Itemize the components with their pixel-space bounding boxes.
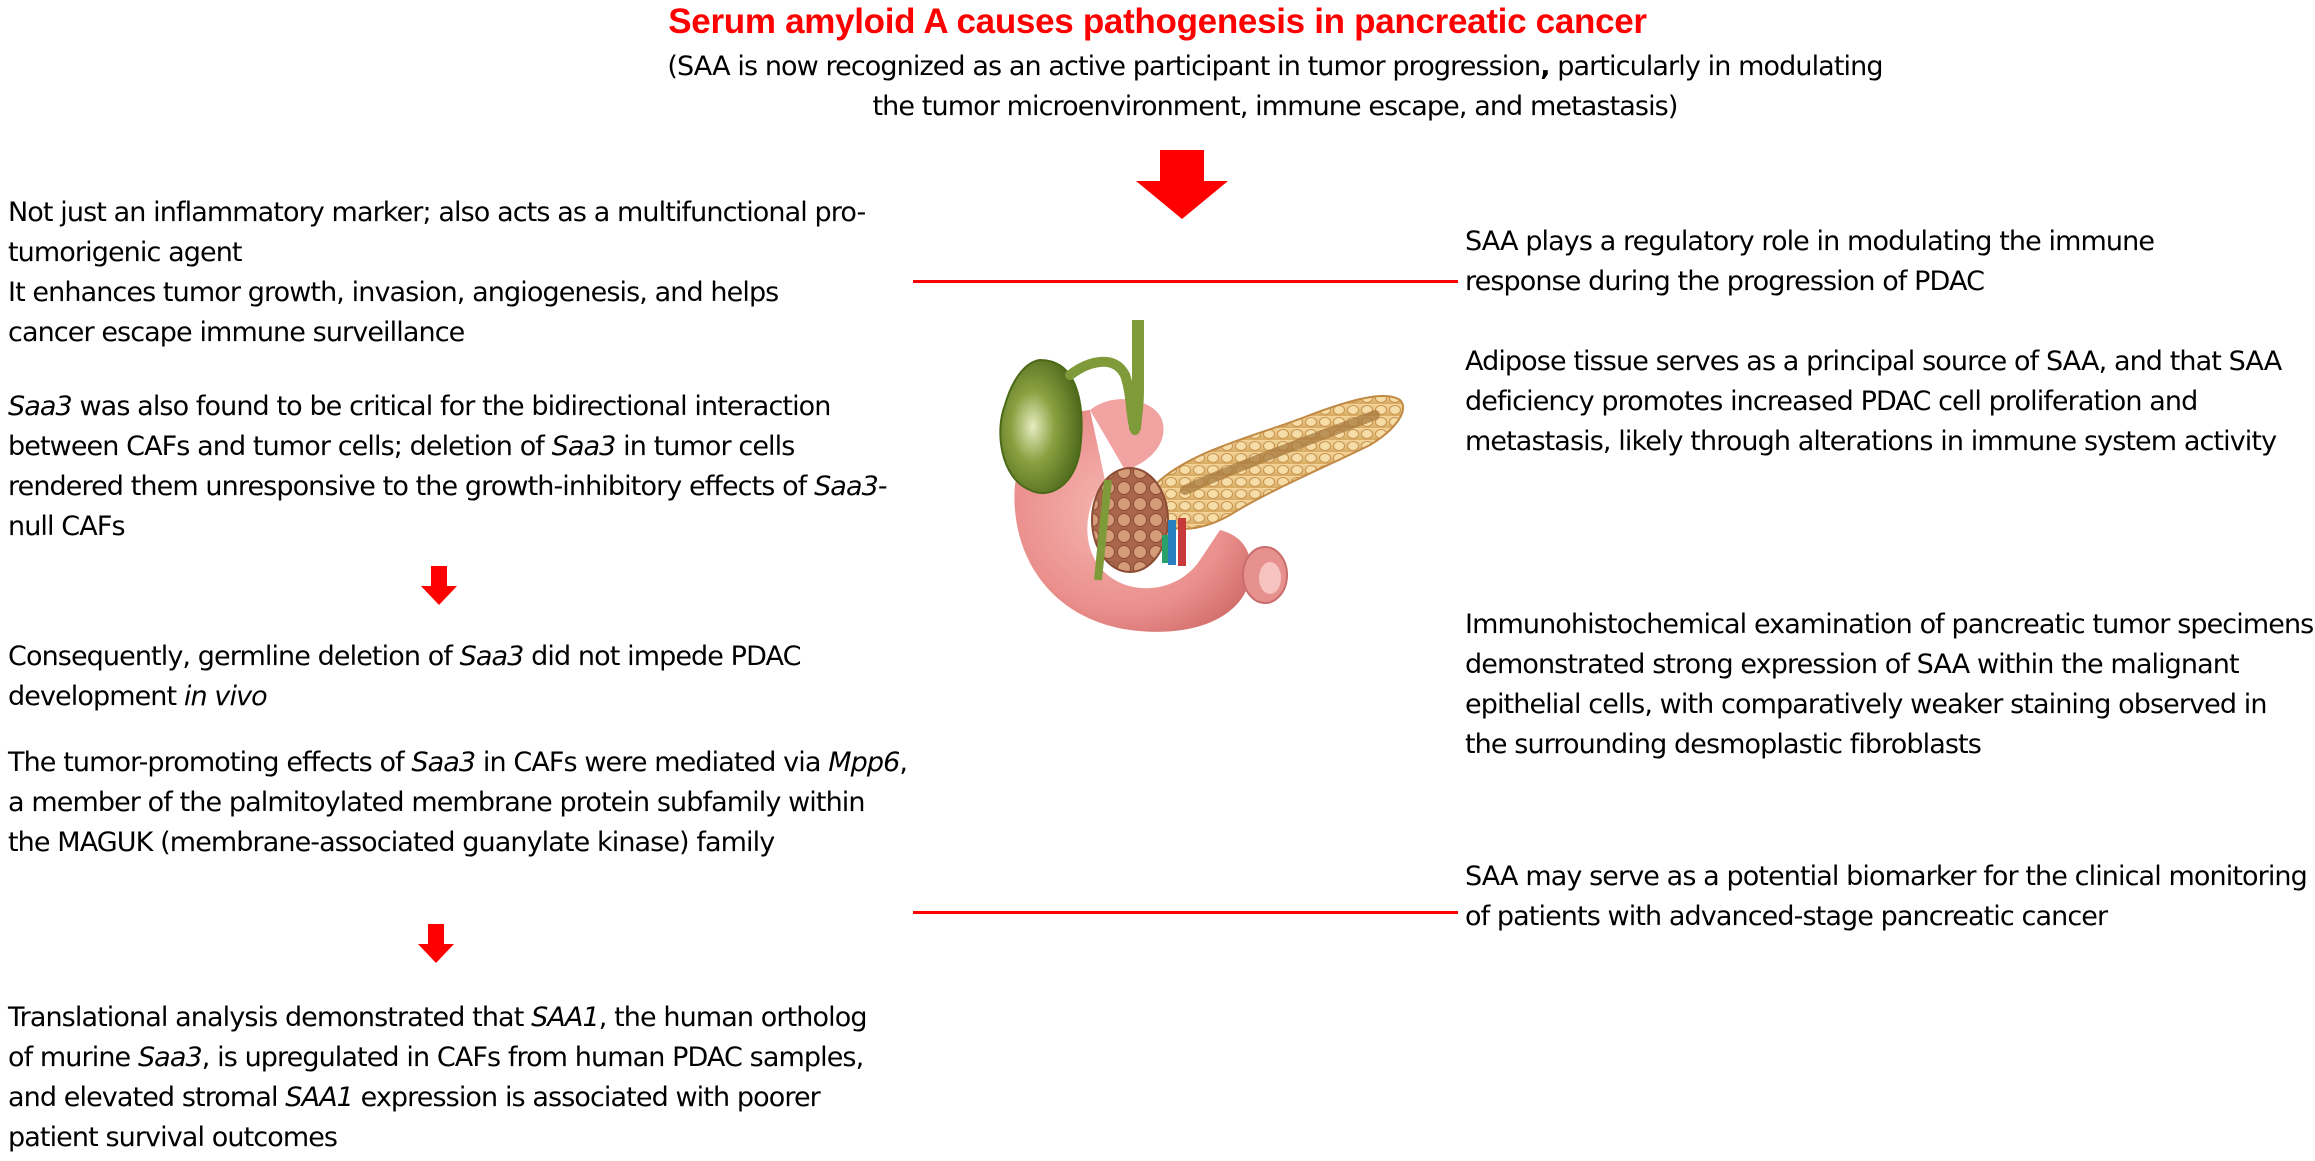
- diagram-title: Serum amyloid A causes pathogenesis in p…: [668, 2, 1647, 41]
- subtitle-comma: ,: [1540, 51, 1550, 82]
- gene-saa3: Saa3: [137, 1042, 203, 1073]
- left-block-saa3-caf-interaction: Saa3 was also found to be critical for t…: [8, 387, 913, 547]
- left-block-multifunctional-agent: Not just an inflammatory marker; also ac…: [8, 193, 908, 353]
- main-down-arrow-icon: [1136, 150, 1228, 219]
- left-block-translational-analysis: Translational analysis demonstrated that…: [8, 998, 868, 1158]
- gene-saa3: Saa3: [459, 641, 525, 672]
- right-block-adipose-source: Adipose tissue serves as a principal sou…: [1465, 346, 2282, 457]
- text-segment: -null CAFs: [8, 471, 888, 542]
- gene-saa3: Saa3: [8, 391, 73, 422]
- connector-line-bottom: [913, 911, 1458, 914]
- left-block1-line2: It enhances tumor growth, invasion, angi…: [8, 277, 779, 348]
- text-segment: , a member of the palmitoylated membrane…: [8, 747, 908, 858]
- text-segment: in tumor cells rendered them unresponsiv…: [8, 431, 815, 502]
- text-segment: was also found to be critical for the bi…: [8, 391, 831, 462]
- text-segment: , is upregulated in CAFs from human PDAC…: [8, 1042, 864, 1113]
- left-down-arrow-2-icon: [418, 924, 454, 963]
- right-block-biomarker: SAA may serve as a potential biomarker f…: [1465, 861, 2308, 932]
- text-segment: Translational analysis demonstrated that: [8, 1002, 532, 1033]
- left-down-arrow-1-icon: [421, 566, 457, 605]
- gene-saa3: Saa3: [814, 471, 879, 502]
- gene-saa1: SAA1: [285, 1082, 354, 1113]
- subtitle-text-1: (SAA is now recognized as an active part…: [667, 51, 1541, 82]
- text-segment: did not impede PDAC development: [8, 641, 801, 712]
- text-segment: , the human ortholog of murine: [8, 1002, 867, 1073]
- term-in-vivo: in vivo: [183, 681, 268, 712]
- connector-line-top: [913, 280, 1458, 283]
- gene-saa3: Saa3: [551, 431, 617, 462]
- gene-saa3: Saa3: [411, 747, 476, 778]
- pancreas-illustration: [999, 320, 1405, 632]
- diagram-subtitle: (SAA is now recognized as an active part…: [660, 47, 1890, 127]
- subtitle-text-2: particularly in modulating the tumor mic…: [872, 51, 1884, 122]
- left-block1-line1: Not just an inflammatory marker; also ac…: [8, 197, 866, 268]
- left-block-mpp6-mediation: The tumor-promoting effects of Saa3 in C…: [8, 743, 913, 863]
- text-segment: The tumor-promoting effects of: [8, 747, 412, 778]
- text-segment: Consequently, germline deletion of: [8, 641, 460, 672]
- left-block-germline-deletion: Consequently, germline deletion of Saa3 …: [8, 637, 888, 717]
- gene-saa1: SAA1: [531, 1002, 600, 1033]
- right-block-immune-regulation: SAA plays a regulatory role in modulatin…: [1465, 226, 2155, 297]
- text-segment: in CAFs were mediated via: [475, 747, 829, 778]
- text-segment: expression is associated with poorer pat…: [8, 1082, 821, 1153]
- gene-mpp6: Mpp6: [828, 747, 900, 778]
- right-block-immunohistochemistry: Immunohistochemical examination of pancr…: [1465, 609, 2314, 760]
